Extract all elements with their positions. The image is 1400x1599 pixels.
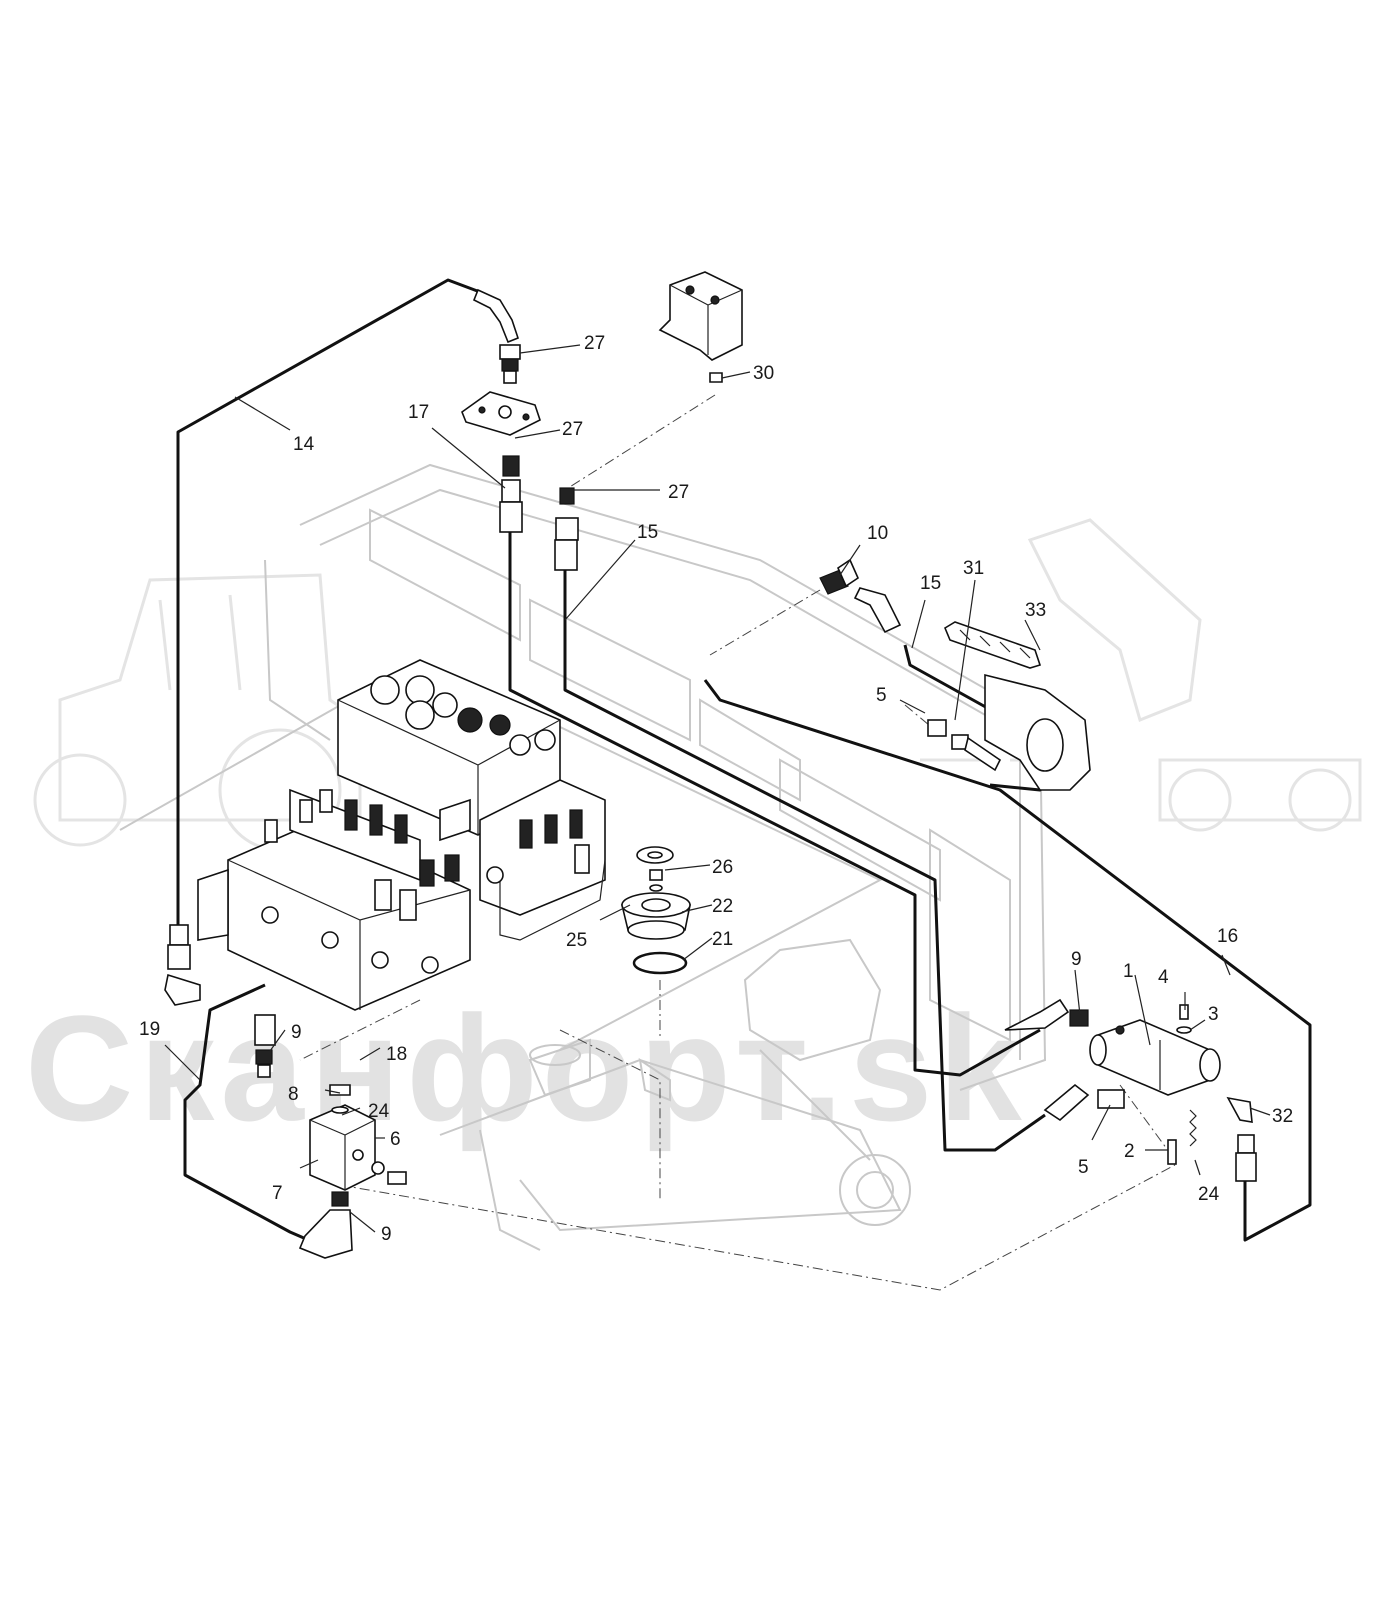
fitting-top-elbow bbox=[472, 288, 521, 384]
callout-25: 25 bbox=[566, 930, 587, 951]
mounting-block-30 bbox=[658, 271, 743, 383]
machine-frame bbox=[119, 463, 1047, 1251]
callout-15a: 15 bbox=[637, 522, 658, 543]
callout-21: 21 bbox=[712, 929, 733, 950]
leader-lines bbox=[164, 344, 1271, 1233]
callout-24b: 24 bbox=[1198, 1184, 1220, 1205]
callout-5b: 5 bbox=[1078, 1157, 1089, 1178]
bracket-33 bbox=[943, 621, 1091, 791]
callout-33: 33 bbox=[1025, 600, 1046, 621]
callout-19: 19 bbox=[139, 1019, 160, 1040]
callout-27c: 27 bbox=[668, 482, 689, 503]
callout-9b: 9 bbox=[291, 1022, 302, 1043]
fitting-5-upper bbox=[927, 719, 1002, 772]
callout-16: 16 bbox=[1217, 926, 1238, 947]
assembly-lines bbox=[299, 394, 1176, 1291]
callout-27a: 27 bbox=[584, 333, 605, 354]
spring-24b bbox=[1189, 1109, 1197, 1147]
callout-14: 14 bbox=[293, 434, 315, 455]
callout-32: 32 bbox=[1272, 1106, 1293, 1127]
block-7 bbox=[309, 1084, 407, 1191]
callout-4: 4 bbox=[1158, 967, 1169, 988]
valve-1 bbox=[1089, 1019, 1221, 1096]
callout-24a: 24 bbox=[368, 1101, 390, 1122]
fitting-9-bottom bbox=[298, 1191, 353, 1259]
callout-26: 26 bbox=[712, 857, 733, 878]
fitting-left-bottom bbox=[164, 924, 201, 1006]
fitting-9-right bbox=[1004, 998, 1089, 1031]
callout-9a: 9 bbox=[1071, 949, 1082, 970]
callout-9c: 9 bbox=[381, 1224, 392, 1245]
fitting-10 bbox=[819, 558, 902, 634]
callout-labels: 27 30 17 27 14 27 15 10 15 31 33 5 26 22… bbox=[139, 333, 1293, 1245]
callout-6: 6 bbox=[390, 1129, 401, 1150]
fitting-32 bbox=[1226, 1096, 1257, 1182]
callout-8: 8 bbox=[288, 1084, 299, 1105]
callout-2: 2 bbox=[1124, 1141, 1135, 1162]
fitting-9-lower bbox=[254, 1014, 276, 1078]
screw-4 bbox=[1176, 1004, 1192, 1034]
callout-27b: 27 bbox=[562, 419, 583, 440]
callout-3: 3 bbox=[1208, 1004, 1219, 1025]
watermark: Сканфорт.sk bbox=[25, 518, 1362, 1152]
filter-22 bbox=[620, 892, 691, 940]
plate-17 bbox=[461, 391, 541, 436]
callout-7: 7 bbox=[272, 1183, 283, 1204]
pin-2 bbox=[1167, 1139, 1177, 1165]
fitting-5-right bbox=[1043, 1083, 1125, 1122]
callout-30: 30 bbox=[753, 363, 774, 384]
callout-31: 31 bbox=[963, 558, 984, 579]
fittings bbox=[164, 288, 1257, 1259]
parts bbox=[197, 271, 1221, 1191]
control-valve-assembly bbox=[197, 659, 606, 1011]
callout-17: 17 bbox=[408, 402, 429, 423]
callout-5a: 5 bbox=[876, 685, 887, 706]
o-ring-21 bbox=[632, 951, 688, 975]
callout-10: 10 bbox=[867, 523, 888, 544]
fitting-15 bbox=[554, 487, 579, 571]
callout-1: 1 bbox=[1123, 961, 1134, 982]
callout-18: 18 bbox=[386, 1044, 407, 1065]
callout-15b: 15 bbox=[920, 573, 941, 594]
callout-22: 22 bbox=[712, 896, 733, 917]
tractor-watermark-icon bbox=[33, 573, 362, 852]
filter-cap-26 bbox=[636, 846, 674, 892]
fitting-17 bbox=[499, 455, 523, 533]
watermark-text: Сканфорт.sk bbox=[25, 984, 1028, 1152]
